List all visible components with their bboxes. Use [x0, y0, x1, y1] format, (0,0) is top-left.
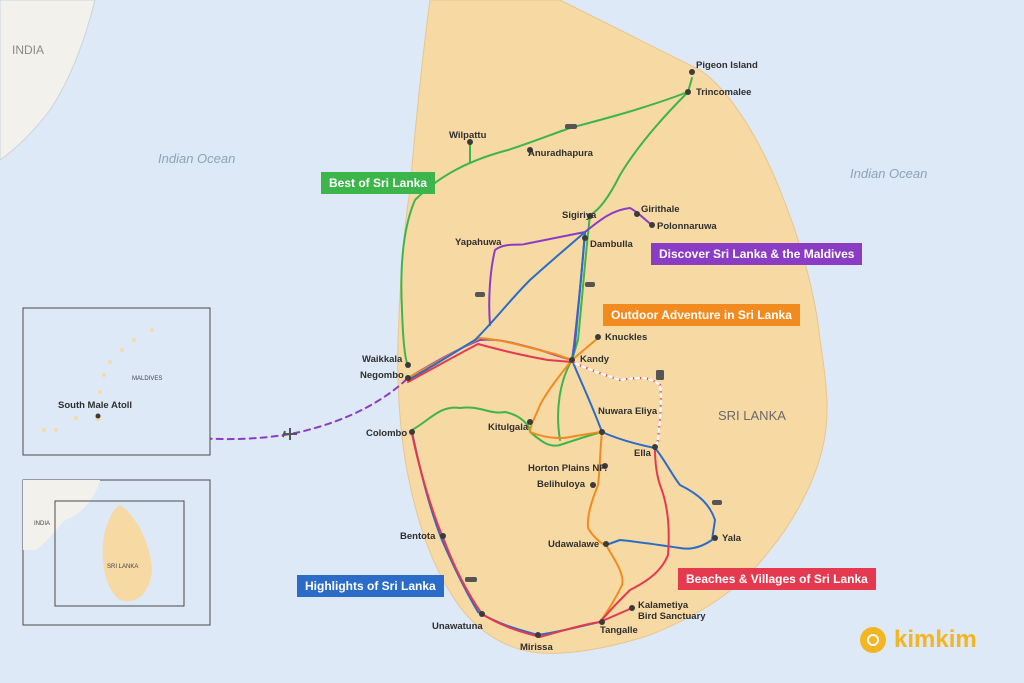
brand-logo[interactable]: kimkim — [860, 626, 977, 654]
route-outdoor — [407, 337, 624, 623]
place-dots — [405, 69, 718, 638]
brand-name: kimkim — [894, 626, 977, 653]
legend-best-of-sri-lanka[interactable]: Best of Sri Lanka — [321, 172, 436, 194]
label-nuwara-eliya: Nuwara Eliya — [598, 406, 658, 417]
label-bird-sanctuary: Bird Sanctuary — [638, 611, 706, 622]
sea-label-west: Indian Ocean — [158, 151, 235, 166]
label-polonnaruwa: Polonnaruwa — [657, 221, 717, 232]
car-icon — [565, 124, 577, 129]
india-label: INDIA — [12, 43, 44, 57]
legend-outdoor-adventure[interactable]: Outdoor Adventure in Sri Lanka — [603, 304, 800, 326]
label-yapahuwa: Yapahuwa — [455, 237, 502, 248]
label-trincomalee: Trincomalee — [696, 87, 751, 98]
inset-maldives: MALDIVES South Male Atoll — [22, 307, 211, 456]
label-maldives: MALDIVES — [132, 376, 162, 382]
car-icon — [585, 282, 595, 287]
label-sigiriya: Sigiriya — [562, 210, 597, 221]
label-kalametiya: Kalametiya — [638, 600, 689, 611]
label-overview-india: INDIA — [34, 521, 50, 527]
route-beaches — [407, 343, 670, 638]
sea-label-east: Indian Ocean — [850, 166, 927, 181]
label-bentota: Bentota — [400, 531, 436, 542]
label-overview-sri-lanka: SRI LANKA — [107, 564, 138, 570]
india-landmass — [0, 0, 96, 161]
legend-discover-sri-lanka-maldives[interactable]: Discover Sri Lanka & the Maldives — [651, 243, 863, 265]
label-wilpattu: Wilpattu — [449, 130, 487, 141]
label-dambulla: Dambulla — [590, 239, 633, 250]
legend-highlights-of-sri-lanka[interactable]: Highlights of Sri Lanka — [297, 575, 444, 597]
compass-icon — [860, 627, 886, 653]
label-tangalle: Tangalle — [600, 625, 638, 636]
label-waikkala: Waikkala — [362, 354, 403, 365]
car-icon — [475, 292, 485, 297]
label-kandy: Kandy — [580, 354, 610, 365]
label-horton-plains: Horton Plains NP. — [528, 463, 607, 474]
label-ella: Ella — [634, 448, 652, 459]
label-yala: Yala — [722, 533, 742, 544]
car-icon — [712, 500, 722, 505]
label-unawatuna: Unawatuna — [432, 621, 483, 632]
label-negombo: Negombo — [360, 370, 404, 381]
car-icon — [465, 577, 477, 582]
sri-lanka-landmass — [397, 0, 828, 654]
train-icon — [656, 370, 664, 380]
route-best-of-sri-lanka — [400, 77, 693, 447]
label-belihuloya: Belihuloya — [537, 479, 586, 490]
legend-beaches-villages[interactable]: Beaches & Villages of Sri Lanka — [678, 568, 876, 590]
label-kitulgala: Kitulgala — [488, 422, 529, 433]
label-mirissa: Mirissa — [520, 642, 553, 653]
airplane-icon — [282, 428, 297, 440]
inset-overview: INDIA SRI LANKA — [22, 479, 211, 626]
label-colombo: Colombo — [366, 428, 407, 439]
label-girithale: Girithale — [641, 204, 680, 215]
label-udawalawe: Udawalawe — [548, 539, 599, 550]
label-knuckles: Knuckles — [605, 332, 647, 343]
label-pigeon-island: Pigeon Island — [696, 60, 758, 71]
label-south-male-atoll: South Male Atoll — [58, 400, 132, 411]
sri-lanka-label: SRI LANKA — [718, 408, 786, 423]
label-anuradhapura: Anuradhapura — [528, 148, 594, 159]
